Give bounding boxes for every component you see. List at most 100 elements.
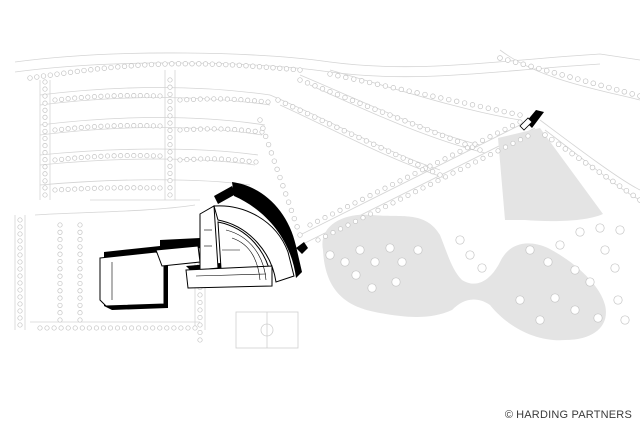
tree-canopy-icon — [177, 157, 183, 163]
tree-canopy-icon — [124, 185, 130, 191]
tree-canopy-icon — [277, 174, 283, 181]
tree-canopy-icon — [330, 230, 336, 236]
tree-canopy-icon — [630, 192, 636, 199]
tree-canopy-icon — [17, 238, 23, 244]
tree-canopy-icon — [412, 189, 419, 195]
tree-canopy-icon — [438, 95, 444, 101]
tree-canopy-icon — [77, 273, 83, 279]
tree-canopy-icon — [167, 99, 173, 105]
tree-canopy-icon — [501, 108, 507, 115]
tree-canopy-icon — [559, 72, 565, 78]
tree-canopy-icon — [107, 325, 114, 331]
building-complex — [99, 182, 308, 310]
tree-canopy-icon — [197, 292, 203, 298]
tree-canopy-icon — [191, 126, 197, 132]
tree-canopy-icon — [42, 135, 48, 142]
tree-canopy-icon — [162, 61, 168, 67]
tree-canopy-icon — [517, 137, 524, 143]
tree-canopy-icon — [477, 103, 484, 110]
tree-canopy-icon — [356, 134, 362, 141]
tree-canopy-icon — [143, 325, 149, 331]
tree-canopy-icon — [623, 187, 630, 194]
tree-canopy-icon — [367, 283, 377, 293]
tree-canopy-icon — [42, 157, 48, 163]
tree-canopy-icon — [202, 61, 209, 67]
tree-canopy-icon — [327, 89, 333, 95]
tree-canopy-icon — [525, 245, 535, 255]
tree-canopy-icon — [104, 185, 111, 191]
tree-canopy-icon — [57, 244, 63, 250]
tree-canopy-icon — [101, 65, 107, 71]
tree-canopy-icon — [363, 138, 370, 144]
tree-canopy-icon — [57, 251, 63, 257]
tree-canopy-icon — [42, 178, 48, 184]
tree-canopy-icon — [17, 55, 640, 343]
tree-canopy-icon — [265, 141, 272, 148]
tree-canopy-icon — [585, 277, 595, 287]
tree-canopy-icon — [59, 126, 65, 132]
tree-canopy-icon — [78, 125, 84, 131]
tree-canopy-icon — [216, 61, 222, 67]
tree-canopy-icon — [77, 244, 83, 250]
tree-canopy-icon — [569, 150, 575, 157]
tree-canopy-icon — [450, 170, 456, 176]
tree-canopy-icon — [420, 185, 426, 191]
tree-canopy-icon — [575, 76, 581, 82]
tree-canopy-icon — [144, 123, 150, 129]
tree-canopy-icon — [157, 325, 163, 331]
tree-canopy-icon — [192, 325, 198, 331]
tree-canopy-icon — [413, 245, 423, 255]
north-entry-marker — [519, 110, 544, 131]
tree-canopy-icon — [427, 163, 433, 169]
tree-canopy-icon — [211, 126, 217, 132]
tree-canopy-icon — [131, 185, 137, 191]
tree-canopy-icon — [77, 229, 83, 235]
tree-canopy-icon — [198, 156, 204, 162]
tree-canopy-icon — [312, 114, 318, 120]
tree-canopy-icon — [209, 61, 215, 67]
tree-canopy-icon — [610, 263, 620, 273]
tree-canopy-icon — [74, 68, 80, 75]
tree-canopy-icon — [562, 146, 569, 152]
tree-canopy-icon — [494, 130, 501, 136]
tree-canopy-icon — [17, 245, 23, 251]
tree-canopy-icon — [27, 75, 33, 81]
tree-canopy-icon — [620, 315, 630, 325]
tree-canopy-icon — [79, 325, 85, 331]
tree-canopy-icon — [256, 64, 263, 70]
tree-canopy-icon — [57, 273, 63, 279]
tree-canopy-icon — [263, 133, 269, 140]
south-entry-block — [185, 265, 273, 289]
tree-canopy-icon — [477, 263, 487, 273]
tree-canopy-icon — [258, 98, 264, 104]
parking-area — [498, 128, 603, 222]
tree-canopy-icon — [150, 185, 156, 191]
tree-canopy-icon — [77, 258, 83, 265]
tree-canopy-icon — [167, 163, 173, 169]
tree-canopy-icon — [419, 167, 426, 173]
tree-canopy-icon — [277, 65, 283, 71]
tree-canopy-icon — [94, 66, 101, 72]
tree-canopy-icon — [72, 125, 78, 131]
tree-canopy-icon — [59, 96, 65, 102]
tree-canopy-icon — [72, 155, 78, 161]
tree-canopy-icon — [211, 96, 217, 102]
tree-canopy-icon — [582, 78, 589, 84]
tree-canopy-icon — [415, 162, 421, 168]
tree-canopy-icon — [629, 91, 635, 97]
tree-canopy-icon — [118, 185, 124, 191]
tree-canopy-icon — [52, 127, 58, 133]
tree-canopy-icon — [389, 181, 396, 188]
tree-canopy-icon — [65, 126, 71, 132]
tree-canopy-icon — [77, 251, 83, 257]
tree-canopy-icon — [257, 117, 263, 123]
tree-canopy-icon — [144, 153, 150, 159]
tree-canopy-icon — [528, 63, 534, 70]
tree-canopy-icon — [77, 288, 83, 294]
tree-canopy-icon — [190, 96, 197, 102]
tree-canopy-icon — [144, 185, 150, 191]
tree-canopy-icon — [111, 123, 117, 129]
tree-canopy-icon — [606, 84, 612, 91]
tree-canopy-icon — [57, 295, 63, 301]
tree-canopy-icon — [197, 314, 203, 321]
